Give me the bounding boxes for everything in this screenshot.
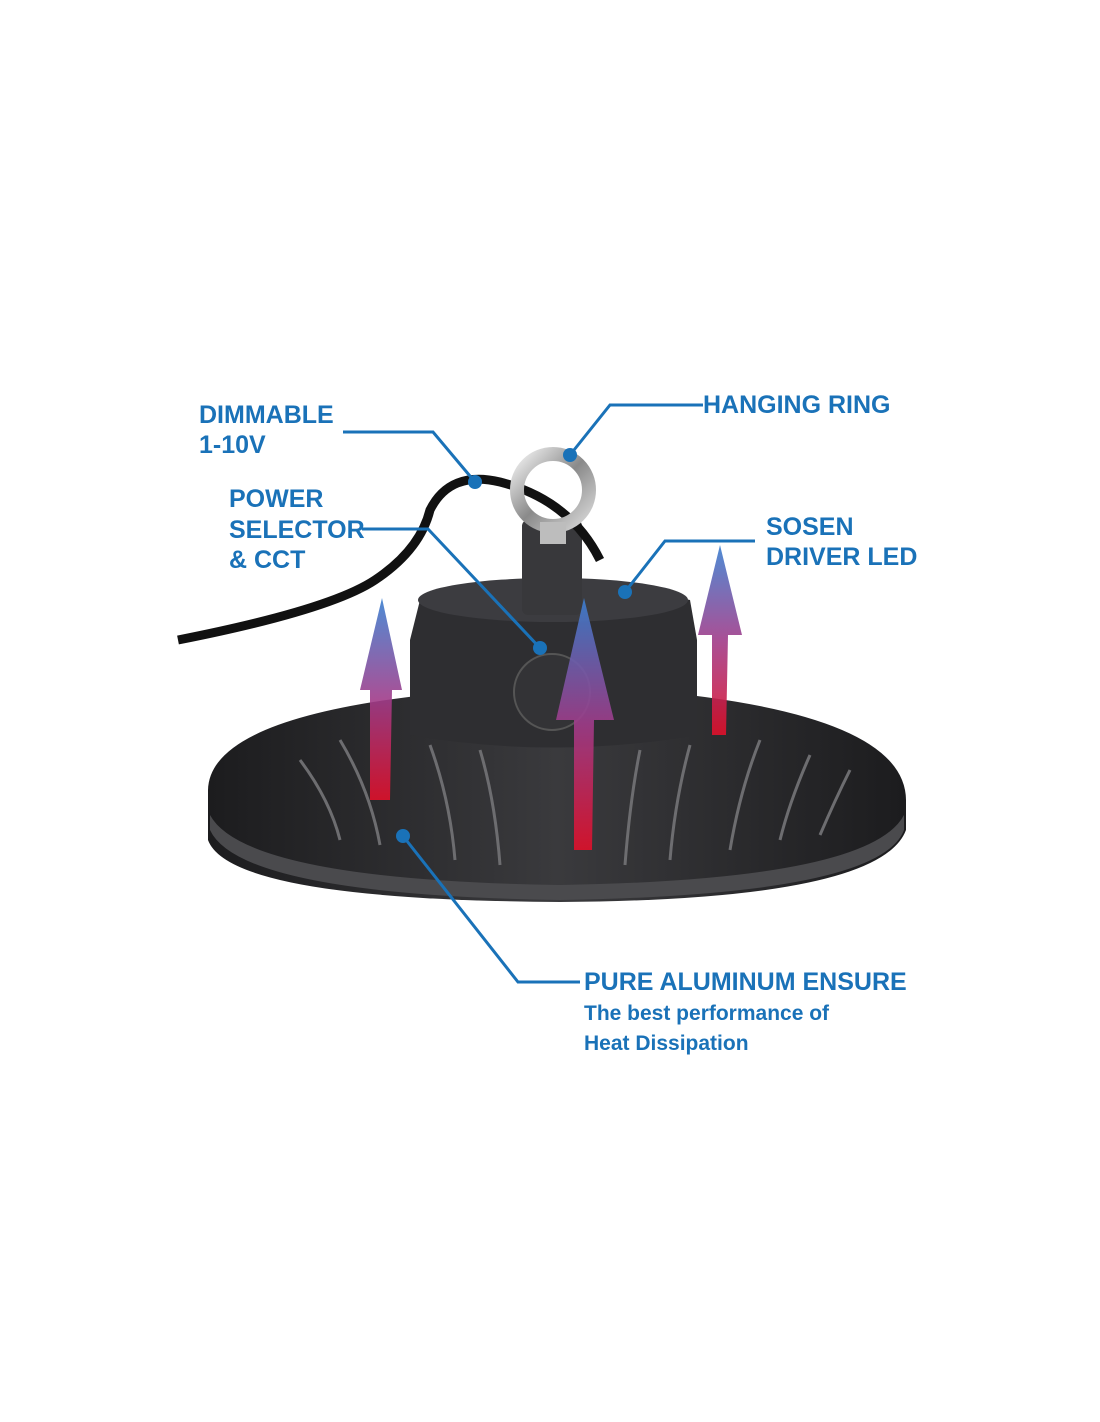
dimmable-label: DIMMABLE <box>199 401 334 429</box>
aluminum-desc-line2: Heat Dissipation <box>584 1032 749 1055</box>
heat-flow-arrows <box>360 545 742 850</box>
driver-line2: DRIVER LED <box>766 543 917 571</box>
power-cable <box>177 474 605 645</box>
hanging-ring-label: HANGING RING <box>703 391 891 419</box>
power-selector-line2: SELECTOR <box>229 516 365 544</box>
leader-lines <box>343 403 755 984</box>
power-selector-line3: & CCT <box>229 546 305 574</box>
dimmable-voltage: 1-10V <box>199 431 266 459</box>
aluminum-title: PURE ALUMINUM ENSURE <box>584 968 907 996</box>
hanging-ring <box>510 447 596 544</box>
power-selector-line1: POWER <box>229 485 323 513</box>
driver-line1: SOSEN <box>766 513 854 541</box>
aluminum-desc-line1: The best performance of <box>584 1002 830 1025</box>
